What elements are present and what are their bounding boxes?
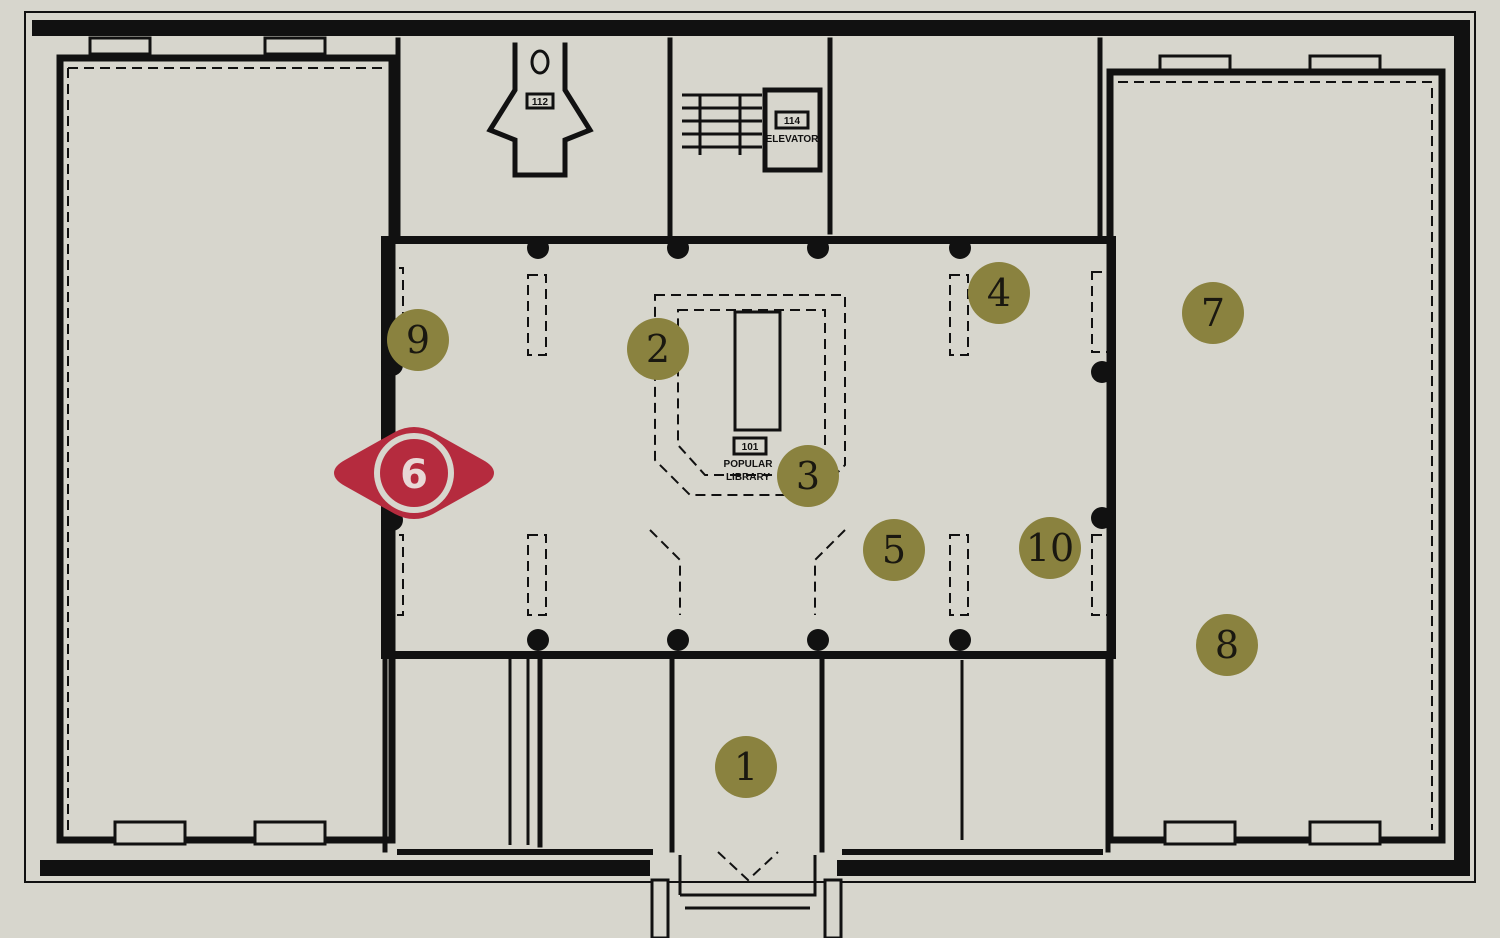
map-marker-8[interactable]: 8 [1196, 614, 1258, 676]
elevator-number: 114 [784, 116, 801, 127]
elevator-label: ELEVATOR [766, 134, 820, 145]
exterior-walls [32, 20, 1470, 876]
stairs [682, 93, 762, 155]
marker-label: 1 [734, 745, 758, 789]
popular-library-label-2: LIBRARY [726, 472, 770, 483]
benches [382, 267, 1113, 616]
map-marker-9[interactable]: 9 [387, 309, 449, 371]
interior-dashed-lines [67, 67, 1433, 830]
windows [88, 36, 1382, 846]
current-location-marker-6[interactable]: 6 [334, 427, 494, 519]
marker-label: 2 [646, 327, 670, 371]
map-marker-5[interactable]: 5 [863, 519, 925, 581]
marker-label: 7 [1201, 291, 1225, 335]
site-border [24, 11, 1476, 883]
marker-label: 10 [1026, 526, 1074, 570]
marker-label: 3 [796, 454, 820, 498]
marker-label: 8 [1215, 623, 1239, 667]
popular-library-number: 101 [742, 442, 759, 453]
map-marker-4[interactable]: 4 [968, 262, 1030, 324]
columns [381, 237, 1113, 651]
map-marker-1[interactable]: 1 [715, 736, 777, 798]
map-marker-10[interactable]: 10 [1019, 517, 1081, 579]
restroom-number: 112 [532, 97, 549, 108]
elevator: 114 ELEVATOR [762, 87, 823, 173]
current-location-label: 6 [400, 452, 428, 498]
marker-label: 9 [406, 318, 430, 362]
map-marker-7[interactable]: 7 [1182, 282, 1244, 344]
marker-label: 4 [987, 271, 1011, 315]
popular-library-label-1: POPULAR [724, 459, 774, 470]
map-marker-2[interactable]: 2 [627, 318, 689, 380]
map-marker-3[interactable]: 3 [777, 445, 839, 507]
entrance-steps [650, 851, 843, 938]
marker-label: 5 [882, 528, 906, 572]
restroom: 112 [486, 42, 594, 178]
